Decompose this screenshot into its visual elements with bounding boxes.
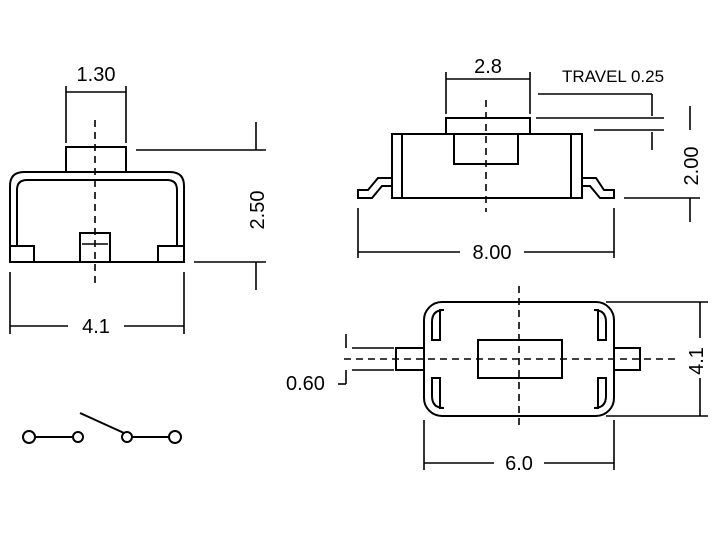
front-frame-inner <box>16 179 178 246</box>
front-actuator <box>65 146 127 173</box>
side-terminal-right <box>582 177 615 199</box>
dim-1-30-label: 1.30 <box>77 64 116 86</box>
front-foot-left <box>9 245 35 263</box>
symbol-terminal-1 <box>22 430 36 444</box>
symbol-contact-1 <box>72 431 84 443</box>
front-foot-right <box>157 245 185 263</box>
travel-label: TRAVEL 0.25 <box>562 67 664 86</box>
dim-0-60-label: 0.60 <box>286 373 325 395</box>
switch-symbol <box>22 412 182 444</box>
dim-6-0-label: 6.0 <box>505 453 533 475</box>
top-pad-bl <box>431 377 445 409</box>
top-view: 0.60 4.1 6.0 <box>286 286 708 475</box>
dim-2-8-label: 2.8 <box>474 56 502 78</box>
dim-8-00-label: 8.00 <box>473 242 512 264</box>
top-pad-tr <box>593 309 607 341</box>
side-body <box>391 133 583 199</box>
dim-4-1-label: 4.1 <box>82 316 110 338</box>
dim-4-1r-label: 4.1 <box>686 347 708 375</box>
side-terminal-left <box>357 177 392 199</box>
symbol-switch-arm <box>79 412 125 434</box>
dim-2-00-label: 2.00 <box>681 147 703 186</box>
top-pad-br <box>593 377 607 409</box>
side-view: 2.8 TRAVEL 0.25 2.00 8.00 <box>357 56 703 264</box>
front-frame-outer <box>9 171 185 262</box>
dim-2-50-label: 2.50 <box>247 191 269 230</box>
top-pad-tl <box>431 309 445 341</box>
symbol-contact-2 <box>121 431 133 443</box>
symbol-terminal-2 <box>168 430 182 444</box>
front-view: 1.30 2.50 4.1 <box>9 64 269 338</box>
side-actuator <box>445 117 531 135</box>
